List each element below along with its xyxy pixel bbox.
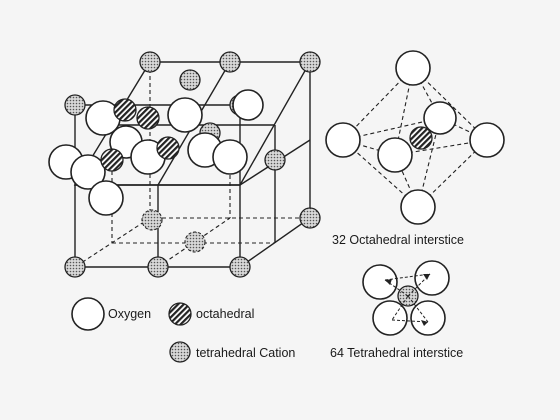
oxygen-ion xyxy=(232,89,264,121)
octahedral-cation xyxy=(100,148,124,172)
tetrahedral-cation xyxy=(219,51,241,73)
tetrahedral-cation xyxy=(64,94,86,116)
legend: Oxygen octahedral tetrahedral Cation xyxy=(71,297,295,363)
legend-tetrahedral-swatch xyxy=(169,341,191,363)
oxygen-ion xyxy=(372,300,408,336)
legend-tetrahedral-label: tetrahedral Cation xyxy=(196,346,295,360)
oxygen-ion xyxy=(362,264,398,300)
cube-octahedral-cations xyxy=(100,98,180,172)
tetrahedral-cation-hidden xyxy=(141,209,163,231)
oxygen-ion xyxy=(423,101,457,135)
arrow-heads xyxy=(385,274,430,326)
tetrahedral-cation xyxy=(139,51,161,73)
cube-oxygen-ions xyxy=(48,89,264,216)
legend-oxygen-swatch xyxy=(71,297,105,331)
tetrahedral-cation-hidden xyxy=(184,231,206,253)
tetrahedral-cation xyxy=(229,256,251,278)
legend-octahedral-swatch xyxy=(168,302,192,326)
legend-octahedral-label: octahedral xyxy=(196,307,254,321)
oxygen-ion xyxy=(325,122,361,158)
octahedral-interstice-figure xyxy=(325,50,505,225)
oxygen-ion xyxy=(469,122,505,158)
tetrahedral-cation xyxy=(147,256,169,278)
oxygen-ion xyxy=(70,154,106,190)
tetrahedral-interstice-caption: 64 Tetrahedral interstice xyxy=(330,346,463,360)
oxygen-ion xyxy=(414,260,450,296)
octahedral-cation xyxy=(136,106,160,130)
tetrahedral-cation xyxy=(299,207,321,229)
octahedral-cation xyxy=(409,126,433,150)
oxygen-ion xyxy=(377,137,413,173)
oxygen-ion xyxy=(167,97,203,133)
tetrahedral-cation xyxy=(299,51,321,73)
legend-oxygen-label: Oxygen xyxy=(108,307,151,321)
oxygen-ion xyxy=(212,139,248,175)
tetrahedral-cation xyxy=(264,149,286,171)
oxygen-ion xyxy=(88,180,124,216)
oxygen-ion xyxy=(395,50,431,86)
octahedral-interstice-caption: 32 Octahedral interstice xyxy=(332,233,464,247)
tetrahedral-cation xyxy=(64,256,86,278)
tetrahedral-interstice-figure xyxy=(362,260,450,336)
oxygen-ion xyxy=(400,189,436,225)
oxygen-ion xyxy=(410,300,446,336)
octahedral-cation xyxy=(113,98,137,122)
octahedral-cation xyxy=(156,136,180,160)
tetrahedral-cation xyxy=(179,69,201,91)
